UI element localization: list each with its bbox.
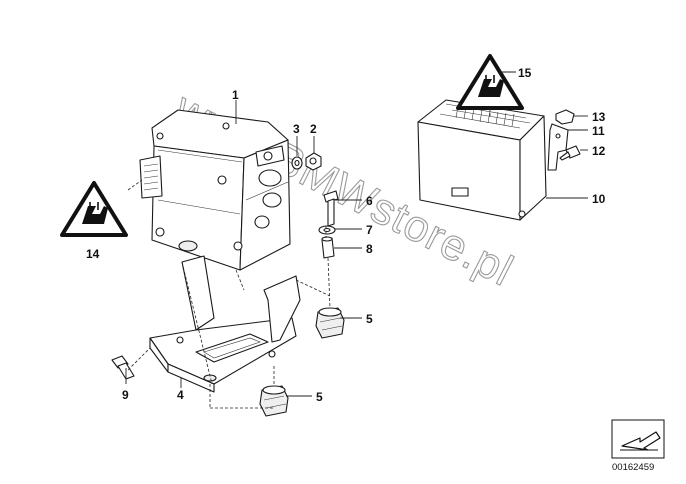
esd-warning-icon-14: [60, 181, 128, 237]
part-5-rubber-mount-lower: [259, 385, 289, 417]
part-2-nut: [305, 152, 322, 171]
callout-9: 9: [122, 388, 129, 402]
callout-5-upper: 5: [366, 312, 373, 326]
part-4-bracket: [149, 255, 301, 393]
callout-12: 12: [592, 144, 606, 158]
diagram-reference-number: 00162459: [612, 462, 655, 473]
callout-7: 7: [366, 223, 373, 237]
callout-8: 8: [366, 242, 373, 256]
leader-lines: [125, 71, 588, 409]
part-13-nut: [555, 109, 575, 125]
part-10-control-unit: [417, 99, 547, 221]
callout-4: 4: [177, 388, 184, 402]
callout-14: 14: [86, 247, 100, 261]
direction-arrow-icon: [611, 419, 665, 459]
callout-3: 3: [293, 122, 300, 136]
part-3-washer: [291, 156, 303, 170]
callout-6: 6: [366, 194, 373, 208]
callout-1: 1: [232, 88, 239, 102]
part-8-sleeve: [321, 236, 335, 259]
callout-2: 2: [310, 122, 317, 136]
callout-11: 11: [592, 124, 605, 138]
esd-warning-icon-15: [456, 54, 524, 110]
part-7-washer: [318, 225, 336, 235]
callout-10: 10: [592, 192, 606, 206]
callout-15: 15: [518, 66, 532, 80]
callout-5-lower: 5: [316, 390, 323, 404]
part-11-bracket: [547, 123, 569, 171]
callout-labels: 1 2 3 4 5 5 6 7 8 9 10 11 12 13 14 15: [86, 66, 606, 404]
part-12-screw: [559, 145, 581, 161]
part-5-rubber-mount-upper: [315, 307, 345, 339]
part-6-bolt: [323, 190, 339, 227]
part-1-hydraulic-unit: [139, 109, 291, 271]
part-9-bolt: [111, 355, 135, 380]
callout-13: 13: [592, 110, 606, 124]
